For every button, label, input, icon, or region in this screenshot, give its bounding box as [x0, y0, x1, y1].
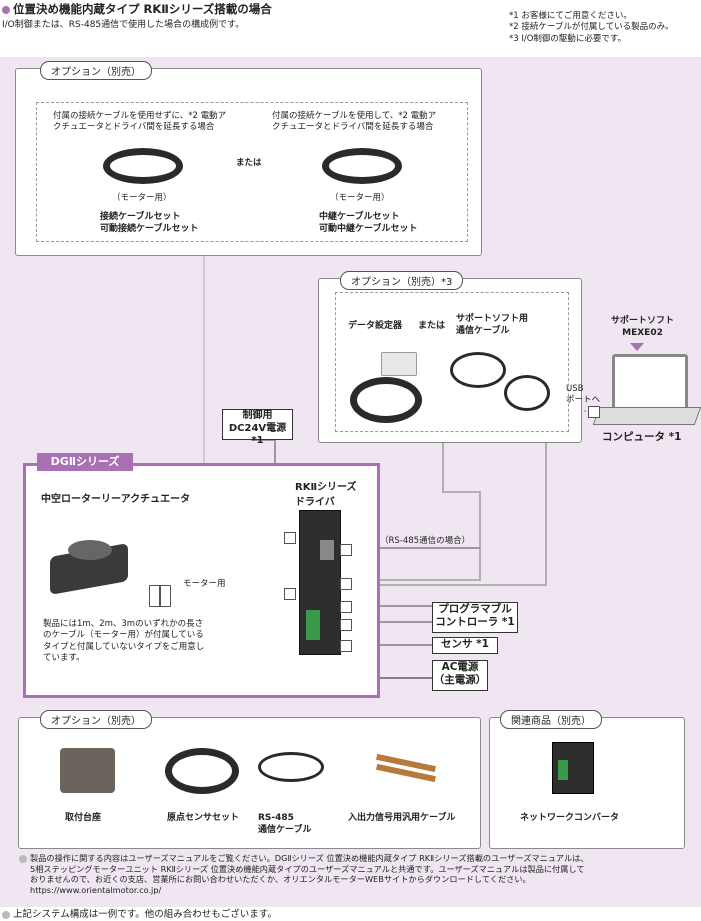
cable-note: 製品には1m、2m、3mのいずれかの長さ のケーブル（モーター用）が付属している…	[43, 619, 205, 664]
data-setter-image	[381, 352, 417, 376]
driver-connector-motor	[284, 588, 296, 600]
network-converter-terminal-image	[558, 760, 568, 780]
note-2: *2 接続ケーブルが付属している製品のみ。	[509, 22, 674, 33]
driver-connector-power	[284, 532, 296, 544]
note-1: *1 お客様にてご用意ください。	[509, 11, 632, 21]
home-sensor-image	[165, 748, 239, 794]
computer-keyboard-image	[592, 407, 701, 425]
plc-box: プログラマブルコントローラ *1	[432, 602, 518, 633]
computer-screen-image	[612, 354, 688, 410]
cable-set-name: 接続ケーブルセット可動接続ケーブルセット	[100, 212, 199, 235]
bottom-note: 上記システム構成は一例です。他の組み合わせもございます。	[2, 906, 277, 920]
motor-use-label: モーター用	[183, 579, 226, 589]
sensor-box: センサ *1	[432, 637, 498, 654]
bullet-icon	[2, 5, 10, 14]
bullet-icon	[19, 854, 27, 863]
driver-connector-io-2	[340, 619, 352, 631]
or-text-2: または	[418, 321, 446, 331]
actuator-table-image	[68, 540, 112, 560]
note-3: *3 I/O制御の駆動に必要です。	[509, 33, 627, 44]
footer-url: https://www.orientalmotor.co.jp/	[30, 884, 162, 895]
network-converter-label: ネットワークコンバータ	[520, 813, 620, 823]
driver-label: RKⅡシリーズドライバ	[295, 482, 357, 508]
option-cable-label: オプション（別売）	[40, 61, 152, 80]
rs485-note: （RS-485通信の場合）	[380, 536, 471, 546]
driver-connector-io-1	[340, 601, 352, 613]
driver-port-image	[320, 540, 334, 560]
option-cable-left-desc: 付属の接続ケーブルを使用せずに、*2 電動アクチュエータとドライバ間を延長する場…	[53, 111, 227, 133]
bullet-icon	[2, 910, 10, 919]
actuator-label: 中空ローターリーアクチュエータ	[41, 494, 191, 505]
support-cable-image	[450, 352, 506, 388]
page-title: 位置決め機能内蔵タイプ RKⅡシリーズ搭載の場合	[2, 1, 272, 17]
option-data-dashed-area	[335, 292, 569, 432]
driver-connector-usb	[340, 578, 352, 590]
option-cable-panel	[15, 68, 482, 256]
driver-connector-sensor	[340, 640, 352, 652]
support-cable-label: サポートソフト用通信ケーブル	[456, 314, 529, 337]
dg-series-tab: DGⅡシリーズ	[37, 453, 133, 471]
option-accessories-label: オプション（別売）	[40, 710, 152, 729]
mounting-base-image	[60, 748, 115, 793]
relay-cable-set-image	[322, 148, 402, 184]
motor-use-left: （モーター用）	[112, 193, 172, 203]
computer-label: コンピュータ *1	[602, 431, 682, 443]
cable-set-image	[103, 148, 183, 184]
data-setter-cable-image	[350, 377, 422, 423]
footer-note: 製品の操作に関する内容はユーザーズマニュアルをご覧ください。DGⅡシリーズ 位置…	[19, 853, 589, 896]
mounting-base-label: 取付台座	[65, 813, 102, 823]
page-subtitle: I/O制御または、RS-485通信で使用した場合の構成例です。	[2, 20, 245, 30]
related-label: 関連商品（別売）	[500, 710, 602, 729]
motor-use-right: （モーター用）	[330, 193, 390, 203]
notes: *1 お客様にてご用意ください。 *2 接続ケーブルが付属している製品のみ。 *…	[509, 11, 674, 45]
data-setter-label: データ設定器	[348, 321, 403, 331]
support-cable-image-2	[504, 375, 550, 411]
option-data-label: オプション（別売）*3	[340, 271, 464, 290]
ac-power-box: AC電源（主電源）	[432, 660, 488, 691]
arrow-down-icon	[630, 343, 644, 351]
motor-connector-right	[160, 585, 171, 607]
usb-connector	[588, 406, 600, 418]
driver-terminal-image	[306, 610, 320, 640]
motor-connector-left	[149, 585, 160, 607]
driver-connector-rs485	[340, 544, 352, 556]
relay-cable-set-name: 中継ケーブルセット可動中継ケーブルセット	[319, 212, 418, 235]
io-cable-label: 入出力信号用汎用ケーブル	[348, 813, 456, 823]
option-cable-right-desc: 付属の接続ケーブルを使用して、*2 電動アクチュエータとドライバ間を延長する場合	[272, 111, 437, 133]
or-text: または	[236, 158, 262, 168]
home-sensor-label: 原点センサセット	[167, 813, 240, 823]
option-cable-dashed-area	[36, 102, 468, 242]
rs485-cable-image	[258, 752, 324, 782]
